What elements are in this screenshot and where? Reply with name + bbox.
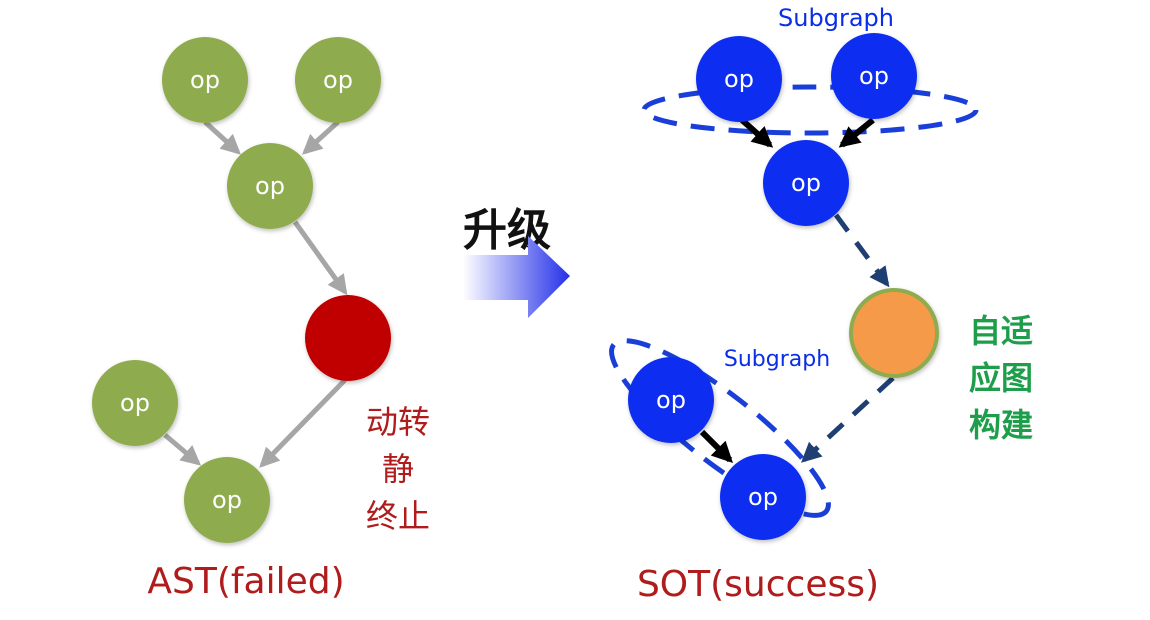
op-node: op [831, 33, 917, 119]
subgraph-boundary [609, 338, 831, 518]
op-label: op [748, 483, 778, 511]
ast-graph: op op op op op 动转 静 终止 AST(failed) [92, 37, 430, 602]
sot-caption: SOT(success) [637, 564, 879, 605]
annotation-line: 静 [382, 450, 414, 488]
op-label: op [120, 389, 150, 417]
op-label: op [323, 66, 353, 94]
op-label: op [724, 65, 754, 93]
annotation-line: 动转 [366, 403, 430, 441]
op-label: op [190, 66, 220, 94]
subgraph-label: Subgraph [778, 4, 894, 32]
annotation-line: 终止 [366, 497, 430, 535]
op-node: op [628, 357, 714, 443]
subgraph-label: Subgraph [724, 347, 830, 372]
edge-arrow [203, 120, 241, 155]
edge-arrow [699, 429, 733, 463]
op-node: op [763, 140, 849, 226]
adaptive-node [849, 288, 939, 378]
upgrade-arrow: 升级 [463, 205, 570, 318]
failed-node [305, 295, 391, 381]
op-node: op [184, 457, 270, 543]
op-label: op [656, 386, 686, 414]
op-node: op [720, 454, 806, 540]
op-label: op [791, 169, 821, 197]
op-node: op [92, 360, 178, 446]
annotation-line: 应图 [969, 359, 1033, 397]
annotation-line: 自适 [969, 312, 1033, 350]
ast-annotation: 动转 静 终止 [366, 403, 430, 535]
sot-graph: Subgraph Subgraph op op op op op [609, 4, 1033, 605]
edge-arrow [163, 433, 202, 466]
arrow-right-icon [463, 236, 570, 318]
edge-arrow [801, 376, 895, 463]
edge-arrow [292, 220, 348, 296]
edge-arrow [833, 213, 890, 288]
edge-arrow [740, 117, 774, 148]
op-node: op [696, 36, 782, 122]
edge-arrow [838, 117, 875, 148]
ast-caption: AST(failed) [147, 561, 344, 602]
sot-annotation: 自适 应图 构建 [969, 312, 1033, 444]
annotation-line: 构建 [969, 406, 1033, 444]
op-node: op [295, 37, 381, 123]
subgraph-boundary [641, 84, 979, 136]
edge-arrow [302, 120, 340, 155]
op-node: op [227, 143, 313, 229]
op-node: op [162, 37, 248, 123]
op-label: op [859, 62, 889, 90]
op-label: op [255, 172, 285, 200]
op-label: op [212, 486, 242, 514]
edge-arrow [259, 378, 347, 468]
